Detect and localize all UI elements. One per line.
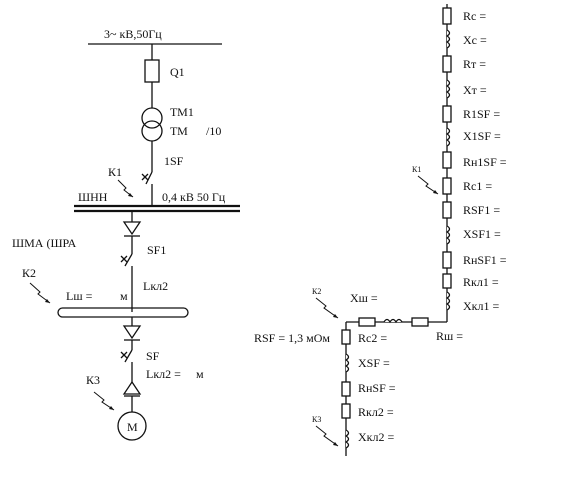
- tm-label: ТМ: [170, 124, 188, 138]
- transformer-winding-primary: [141, 107, 163, 129]
- q1-breaker-symbol: [144, 59, 160, 83]
- rc-resistor: [442, 7, 452, 25]
- tm1-label: ТМ1: [170, 105, 194, 119]
- xsf1-inductor: [445, 225, 451, 245]
- sf1-switch-cross: [120, 255, 128, 263]
- rnsf-resistor: [341, 381, 351, 397]
- xkl1-inductor: [445, 291, 451, 311]
- xc-label: Xс =: [463, 33, 487, 47]
- rn1sf-label: Rн1SF =: [463, 155, 507, 169]
- k2-right-arrowhead: [333, 314, 338, 318]
- k2-fault-arrow: [29, 282, 51, 304]
- 1sf-switch-blade: [145, 171, 153, 185]
- lkl2-top-label: Lкл2: [143, 279, 168, 293]
- k3-right-arrowhead: [333, 442, 338, 446]
- sf-switch-cross: [120, 351, 128, 359]
- rnsf1-resistor: [442, 251, 452, 269]
- k1-arrowhead: [128, 193, 133, 197]
- rkl1-label: Rкл1 =: [463, 275, 499, 289]
- rkl1-resistor: [442, 273, 452, 289]
- bus-name-label: ШНН: [78, 190, 108, 204]
- tm-ratio-label: /10: [206, 124, 221, 138]
- sf1-label: SF1: [147, 243, 166, 257]
- sf-switch-blade: [124, 349, 133, 363]
- xt-inductor: [445, 79, 451, 99]
- k3-arrowhead: [109, 406, 114, 410]
- rsf-label: RSF = 1,3 мОм: [254, 331, 330, 345]
- k2-arrowhead: [45, 299, 50, 303]
- lkl2-bottom-label: Lкл2 =: [146, 367, 181, 381]
- xkl2-label: Xкл2 =: [358, 430, 394, 444]
- xsh-inductor: [383, 318, 403, 324]
- k3-right-fault-arrow: [315, 425, 339, 447]
- k2-right-fault-arrow: [315, 297, 339, 319]
- rkl2-resistor: [341, 403, 351, 419]
- x1sf-inductor: [445, 127, 451, 147]
- rsh-label: Rш =: [436, 329, 463, 343]
- transformer-winding-secondary: [141, 120, 163, 142]
- rc1-resistor: [442, 177, 452, 195]
- k3-label: К3: [86, 373, 100, 387]
- k3-fault-arrow: [93, 391, 115, 411]
- single-line-schematic: 3~ кВ,50Гц Q1 ТМ1 ТМ /10 1SF К1 ШНН 0,4 …: [12, 27, 240, 441]
- xkl2-inductor: [344, 429, 350, 449]
- motor-starter-symbol: [122, 380, 142, 395]
- lsh-unit-label: м: [120, 289, 128, 303]
- rc2-label: Rс2 =: [358, 331, 387, 345]
- rsf1-label: RSF1 =: [463, 203, 500, 217]
- 1sf-switch-cross: [141, 173, 149, 181]
- q1-label: Q1: [170, 65, 185, 79]
- k1-right-arrowhead: [433, 190, 438, 194]
- lkl2-bottom-unit-label: м: [196, 367, 204, 381]
- xsf1-label: XSF1 =: [463, 227, 501, 241]
- rnsf1-label: RнSF1 =: [463, 253, 507, 267]
- rc-label: Rс =: [463, 9, 486, 23]
- xkl1-label: Xкл1 =: [463, 299, 499, 313]
- r1sf-label: R1SF =: [463, 107, 500, 121]
- rc1-label: Rс1 =: [463, 179, 492, 193]
- supply-label: 3~ кВ,50Гц: [104, 27, 162, 41]
- rsf-resistor-horizontal: [358, 317, 376, 327]
- rsf1-resistor: [442, 201, 452, 219]
- motor-label: М: [127, 420, 138, 434]
- k2-label: К2: [22, 266, 36, 280]
- xsf-inductor: [344, 353, 350, 373]
- rkl2-label: Rкл2 =: [358, 405, 394, 419]
- k1-right-label: К1: [412, 165, 421, 174]
- xt-label: Xт =: [463, 83, 487, 97]
- x1sf-label: X1SF =: [463, 129, 501, 143]
- xsf-label: XSF =: [358, 356, 390, 370]
- xsh-label: Xш =: [350, 291, 378, 305]
- rc2-resistor: [341, 329, 351, 345]
- k1-fault-arrow: [117, 179, 134, 198]
- rn1sf-resistor: [442, 151, 452, 169]
- busway-rail: [57, 307, 189, 318]
- rt-label: Rт =: [463, 57, 486, 71]
- rsh-resistor: [411, 317, 429, 327]
- 1sf-label: 1SF: [164, 154, 184, 168]
- fuse-symbol-1: [122, 221, 142, 236]
- k3-right-label: К3: [312, 415, 321, 424]
- shma-label: ШМА (ШРА: [12, 236, 77, 250]
- bus-voltage-label: 0,4 кВ 50 Гц: [162, 190, 226, 204]
- sf-label: SF: [146, 349, 160, 363]
- k2-right-label: К2: [312, 287, 321, 296]
- sf1-switch-blade: [124, 253, 133, 267]
- motor-symbol: [117, 411, 147, 441]
- impedance-chain: Rс = Xс = Rт = Xт = R1SF = X1SF = Rн1SF …: [254, 4, 507, 456]
- xc-inductor: [445, 29, 451, 49]
- fuse-symbol-2: [122, 325, 142, 340]
- rnsf-label: RнSF =: [358, 381, 396, 395]
- r1sf-resistor: [442, 105, 452, 123]
- lsh-label: Lш =: [66, 289, 93, 303]
- rt-resistor: [442, 55, 452, 73]
- k1-label: К1: [108, 165, 122, 179]
- k1-right-fault-arrow: [417, 175, 439, 195]
